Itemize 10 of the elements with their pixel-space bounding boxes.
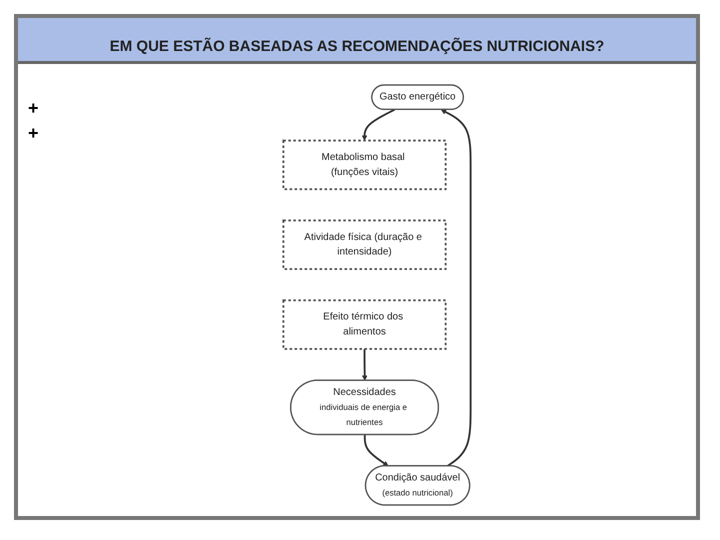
title-banner: EM QUE ESTÃO BASEADAS AS RECOMENDAÇÕES NUTRICIONAIS? (18, 18, 696, 64)
arrow (362, 348, 368, 381)
arrow (440, 109, 472, 467)
node-box: Metabolismo basal (funções vitais) (282, 140, 447, 190)
node-box: Atividade física (duração e intensidade) (282, 219, 447, 270)
plus-sign: + (28, 98, 39, 119)
arrow (364, 434, 389, 466)
node-box: Efeito térmico dos alimentos (282, 299, 447, 350)
plus-sign: + (28, 123, 39, 144)
arrow (362, 108, 396, 141)
